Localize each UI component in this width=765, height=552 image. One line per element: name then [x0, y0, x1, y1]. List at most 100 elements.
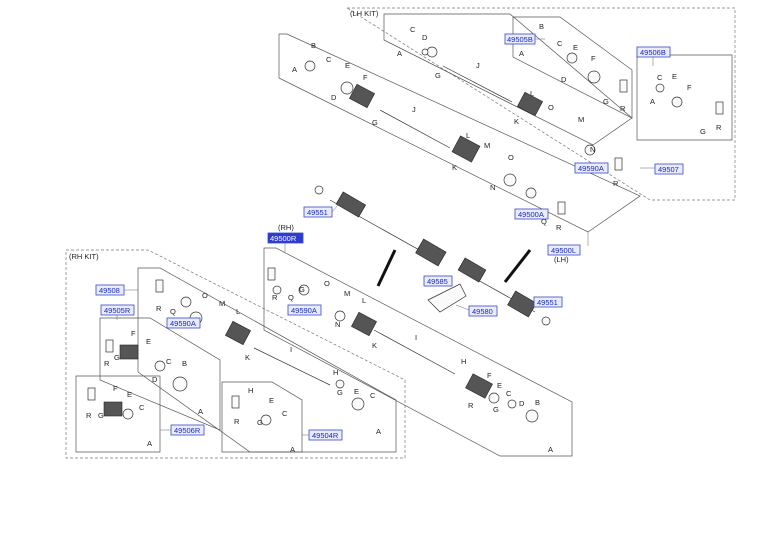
svg-text:G: G [603, 97, 609, 106]
svg-text:C: C [657, 73, 663, 82]
center-rh-shaft [314, 185, 447, 267]
lh-label: (LH) [554, 255, 569, 264]
part-number-49505r[interactable]: 49505R [100, 304, 135, 316]
svg-text:B: B [182, 359, 187, 368]
svg-text:G: G [435, 71, 441, 80]
callout-letters: A B C D E F G J K L M N O Q R A C D G J … [86, 22, 722, 454]
center-lh-shaft [457, 257, 551, 326]
svg-text:49590A: 49590A [170, 319, 196, 328]
svg-text:I: I [415, 333, 417, 342]
svg-text:F: F [131, 329, 136, 338]
svg-text:C: C [370, 391, 376, 400]
svg-text:49500A: 49500A [518, 210, 544, 219]
svg-text:F: F [591, 54, 596, 63]
svg-text:D: D [561, 75, 567, 84]
svg-text:O: O [202, 291, 208, 300]
svg-text:C: C [506, 389, 512, 398]
part-number-49585[interactable]: 49585 [423, 275, 453, 287]
svg-text:A: A [290, 445, 295, 454]
rh-boot-f [103, 401, 123, 417]
part-number-49506b[interactable]: 49506B [636, 46, 671, 58]
svg-text:A: A [650, 97, 655, 106]
svg-text:A: A [519, 49, 524, 58]
panel-49500l [278, 33, 641, 233]
svg-text:M: M [219, 299, 225, 308]
svg-text:F: F [113, 384, 118, 393]
svg-text:Q: Q [541, 217, 547, 226]
svg-text:A: A [198, 407, 203, 416]
part-number-49504r[interactable]: 49504R [308, 429, 343, 441]
svg-text:D: D [152, 375, 158, 384]
svg-text:E: E [672, 72, 677, 81]
svg-text:A: A [292, 65, 297, 74]
svg-text:N: N [490, 183, 495, 192]
svg-text:C: C [139, 403, 145, 412]
svg-text:N: N [335, 320, 340, 329]
svg-text:M: M [484, 141, 490, 150]
panel-49504r [221, 381, 303, 453]
svg-text:K: K [514, 117, 519, 126]
svg-text:B: B [539, 22, 544, 31]
svg-text:A: A [548, 445, 553, 454]
svg-text:49504R: 49504R [312, 431, 339, 440]
svg-text:R: R [468, 401, 474, 410]
part-number-49500a[interactable]: 49500A [514, 208, 549, 220]
part-number-49590a-mid[interactable]: 49590A [287, 304, 322, 316]
part-number-49551-right[interactable]: 49551 [533, 296, 563, 308]
svg-text:49551: 49551 [537, 298, 558, 307]
svg-text:E: E [146, 337, 151, 346]
svg-text:A: A [397, 49, 402, 58]
svg-text:C: C [326, 55, 332, 64]
svg-text:B: B [535, 398, 540, 407]
svg-text:C: C [557, 39, 563, 48]
part-number-49590a-top[interactable]: 49590A [574, 162, 609, 174]
part-number-49590a-left[interactable]: 49590A [166, 317, 201, 329]
svg-text:J: J [476, 61, 480, 70]
rh-kit-region [65, 249, 406, 459]
svg-text:E: E [497, 381, 502, 390]
svg-text:49505R: 49505R [104, 306, 131, 315]
part-number-49551-top[interactable]: 49551 [303, 206, 333, 218]
svg-text:L: L [362, 296, 366, 305]
svg-text:A: A [147, 439, 152, 448]
svg-text:G: G [299, 285, 305, 294]
panel-49508 [137, 267, 397, 453]
svg-text:G: G [372, 118, 378, 127]
rh-kit-shaft [253, 347, 331, 386]
svg-text:C: C [282, 409, 288, 418]
svg-text:L: L [236, 307, 240, 316]
part-number-49500r[interactable]: 49500R [267, 232, 304, 244]
part-number-49505b[interactable]: 49505B [504, 33, 536, 45]
svg-text:G: G [493, 405, 499, 414]
svg-text:K: K [245, 353, 250, 362]
svg-text:H: H [248, 386, 253, 395]
part-number-49507[interactable]: 49507 [654, 163, 684, 175]
svg-text:M: M [578, 115, 584, 124]
svg-text:F: F [687, 83, 692, 92]
svg-text:F: F [487, 371, 492, 380]
part-number-49506r[interactable]: 49506R [170, 424, 205, 436]
svg-text:E: E [354, 387, 359, 396]
arrow-lh [503, 249, 532, 283]
rh-label: (RH) [278, 223, 294, 232]
part-number-49508[interactable]: 49508 [95, 284, 125, 296]
svg-text:O: O [508, 153, 514, 162]
svg-text:R: R [556, 223, 562, 232]
rh-outer-joint-b [172, 376, 188, 392]
rh-kit-label: (RH KIT) [69, 252, 99, 261]
svg-text:R: R [716, 123, 722, 132]
svg-text:M: M [344, 289, 350, 298]
svg-text:C: C [166, 357, 172, 366]
panel-49500r [263, 247, 573, 457]
svg-text:D: D [422, 33, 428, 42]
svg-text:49506B: 49506B [640, 48, 666, 57]
svg-text:49551: 49551 [307, 208, 328, 217]
svg-text:Q: Q [170, 307, 176, 316]
svg-text:R: R [104, 359, 110, 368]
svg-text:A: A [376, 427, 381, 436]
part-number-49500l[interactable]: 49500L [547, 244, 581, 256]
svg-text:49500L: 49500L [551, 246, 576, 255]
part-number-49580[interactable]: 49580 [468, 305, 498, 317]
svg-text:E: E [127, 390, 132, 399]
